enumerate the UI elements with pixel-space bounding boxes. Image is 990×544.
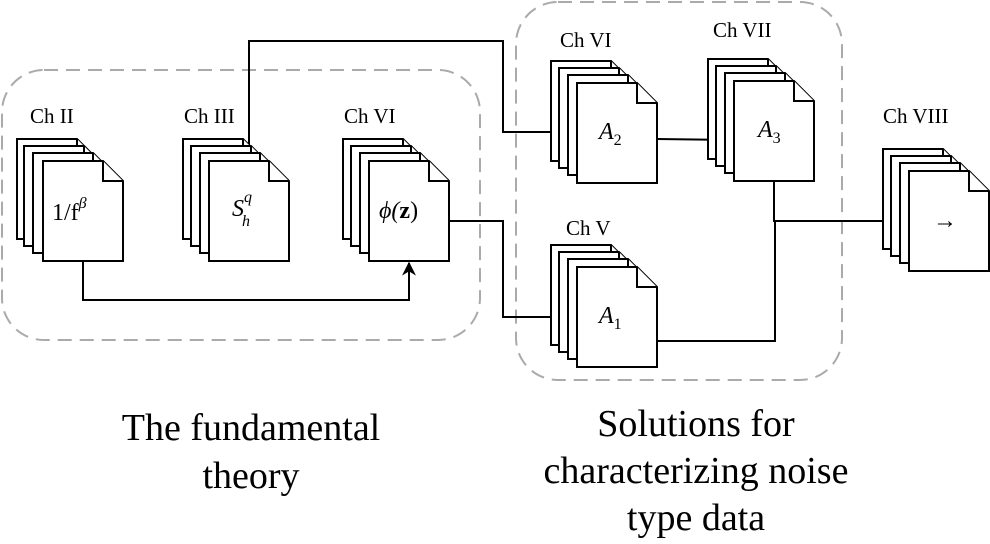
- node-symbol: ϕ(z): [379, 198, 418, 224]
- node-arrow-out: Ch VIII →: [882, 104, 990, 272]
- group-box-fundamental-theory: [1, 69, 481, 341]
- chapter-label: Ch III: [184, 104, 235, 128]
- node-symbol: A2: [597, 119, 622, 149]
- edge-phi-to-a1: [449, 220, 578, 324]
- node-symbol: A3: [756, 117, 781, 147]
- caption-solutions-line2: characterizing noise: [544, 450, 849, 492]
- chapter-label: Ch VI: [344, 104, 396, 128]
- caption-fundamental-line1: The fundamental: [122, 407, 381, 449]
- node-a3: Ch VII A3: [707, 18, 815, 182]
- chapter-label: Ch VII: [713, 18, 772, 42]
- node-inv-f: Ch II 1/fβ: [16, 104, 124, 262]
- edge-a1-to-output: [657, 221, 776, 342]
- node-a2: Ch VI A2: [550, 28, 658, 184]
- chapter-label: Ch VIII: [883, 104, 949, 128]
- edge-inv-f-to-phi: [82, 261, 416, 301]
- node-symbol: 1/fβ: [52, 195, 87, 226]
- edge-s-hq-to-a2: [248, 40, 578, 160]
- chapter-label: Ch V: [566, 216, 611, 240]
- caption-solutions-line3: type data: [627, 497, 765, 539]
- node-phi-z: Ch VI ϕ(z): [342, 104, 450, 262]
- node-symbol: →: [933, 208, 957, 234]
- chapter-label: Ch VI: [560, 28, 612, 52]
- group-box-solutions: [515, 1, 843, 381]
- chapter-label: Ch II: [30, 104, 74, 128]
- caption-solutions-line1: Solutions for: [597, 403, 795, 445]
- node-symbol: A1: [597, 303, 622, 333]
- node-a1: Ch V A1: [550, 216, 658, 368]
- caption-fundamental-line2: theory: [202, 455, 299, 497]
